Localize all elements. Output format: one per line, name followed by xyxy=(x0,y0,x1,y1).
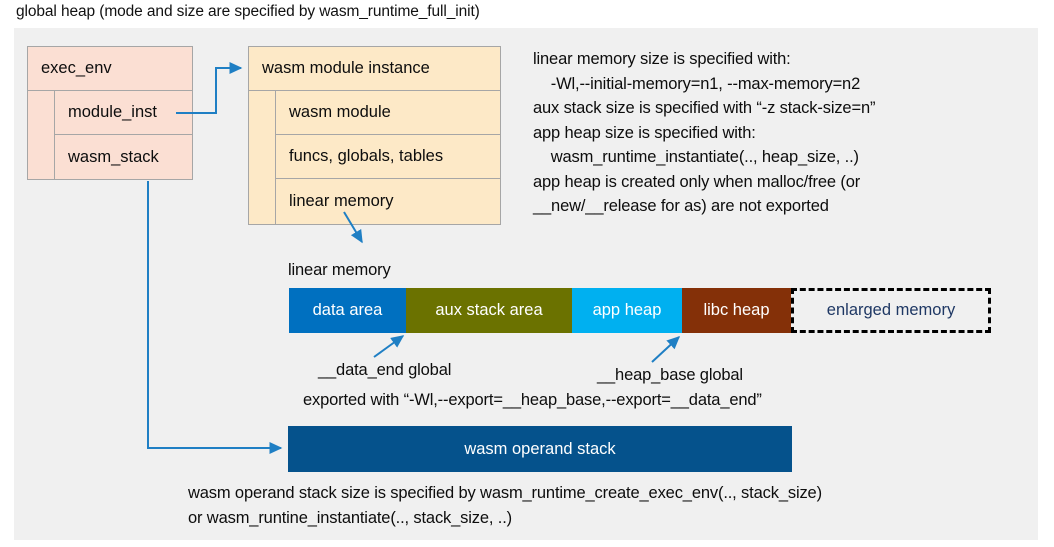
linear-memory-note: linear memory size is specified with: -W… xyxy=(533,50,876,215)
wasm-operand-stack-bar: wasm operand stack xyxy=(288,426,792,472)
memory-segment-data-area: data area xyxy=(289,288,406,333)
memory-segment-app-heap-label: app heap xyxy=(592,301,662,319)
linear-memory-caption: linear memory xyxy=(288,261,391,279)
memory-segment-enlarged-memory: enlarged memory xyxy=(791,288,991,333)
page-title: global heap (mode and size are specified… xyxy=(16,3,480,20)
module-instance-field-wasm-module-label: wasm module xyxy=(289,103,391,121)
exec-env-header: exec_env xyxy=(27,46,193,91)
annotation-data-end: __data_end global xyxy=(318,361,452,379)
memory-segment-aux-stack-area-label: aux stack area xyxy=(435,301,543,319)
exec-env-field-wasm-stack: wasm_stack xyxy=(54,134,193,180)
module-instance-field-wasm-module: wasm module xyxy=(275,90,501,135)
exec-env-indent-column xyxy=(27,90,55,180)
memory-segment-aux-stack-area: aux stack area xyxy=(406,288,572,333)
module-instance-header: wasm module instance xyxy=(248,46,501,91)
module-instance-header-label: wasm module instance xyxy=(262,59,430,77)
annotation-exported-with: exported with “-Wl,--export=__heap_base,… xyxy=(303,391,762,409)
memory-segment-libc-heap-label: libc heap xyxy=(703,301,770,319)
exec-env-field-module-inst-label: module_inst xyxy=(68,103,157,121)
annotation-heap-base: __heap_base global xyxy=(597,366,743,384)
module-instance-field-funcs-globals-tables-label: funcs, globals, tables xyxy=(289,147,444,165)
memory-segment-libc-heap: libc heap xyxy=(682,288,791,333)
module-instance-field-funcs-globals-tables: funcs, globals, tables xyxy=(275,134,501,179)
operand-stack-note: wasm operand stack size is specified by … xyxy=(188,484,822,527)
wasm-operand-stack-label: wasm operand stack xyxy=(464,439,616,458)
module-instance-field-linear-memory-label: linear memory xyxy=(289,192,394,210)
memory-segment-app-heap: app heap xyxy=(572,288,682,333)
exec-env-field-wasm-stack-label: wasm_stack xyxy=(68,147,159,166)
memory-segment-enlarged-memory-label: enlarged memory xyxy=(826,301,956,319)
memory-segment-data-area-label: data area xyxy=(312,301,383,319)
module-instance-field-linear-memory: linear memory xyxy=(275,178,501,225)
exec-env-field-module-inst: module_inst xyxy=(54,90,193,135)
module-instance-indent-column xyxy=(248,90,276,225)
exec-env-header-label: exec_env xyxy=(41,59,112,77)
